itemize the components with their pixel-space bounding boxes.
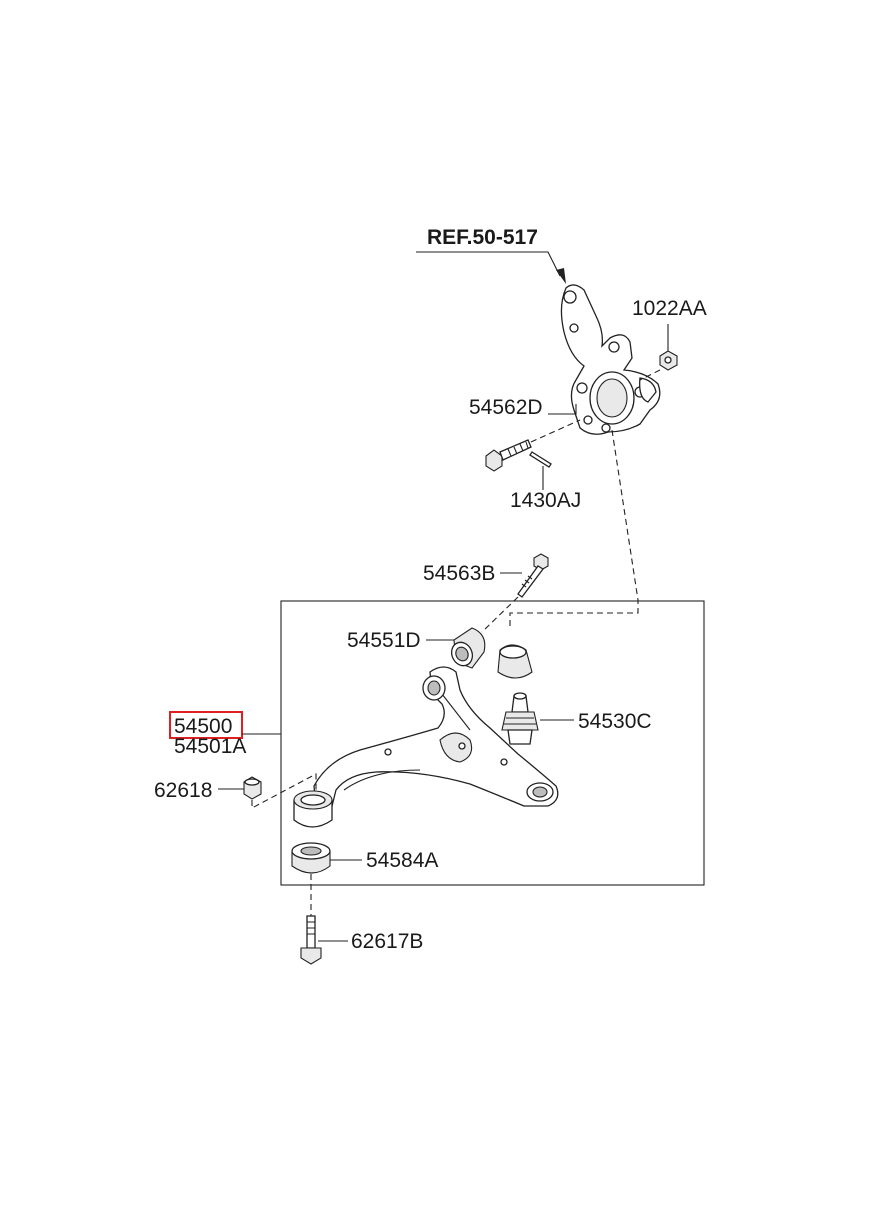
bolt-54563B[interactable] (517, 553, 549, 598)
label-1022AA[interactable]: 1022AA (632, 297, 707, 320)
label-54563B[interactable]: 54563B (423, 562, 495, 585)
bushing-54584A[interactable] (291, 842, 331, 874)
label-54584A[interactable]: 54584A (366, 849, 438, 872)
label-62617B[interactable]: 62617B (351, 930, 423, 953)
lower-control-arm[interactable] (313, 666, 559, 807)
dash-knuckle-balljoint (509, 429, 639, 630)
ref-arrow-icon (556, 268, 566, 284)
nut-62618[interactable] (243, 776, 262, 800)
assembly-box (280, 600, 705, 886)
label-54551D[interactable]: 54551D (347, 629, 421, 652)
label-54500[interactable]: 54500 (174, 715, 232, 738)
bolt-62617B[interactable] (300, 915, 322, 965)
label-54501A[interactable]: 54501A (174, 735, 246, 758)
dash-1022AA (639, 369, 661, 381)
ref-label[interactable]: REF.50-517 (427, 226, 538, 249)
leader-54562D (548, 404, 577, 415)
bolt-54562D[interactable] (485, 439, 532, 472)
label-54562D[interactable]: 54562D (469, 396, 543, 419)
ball-joint-54530C[interactable] (501, 692, 539, 745)
steering-knuckle[interactable] (560, 284, 661, 435)
dash-54563B (481, 596, 519, 633)
label-54530C[interactable]: 54530C (578, 710, 652, 733)
label-62618[interactable]: 62618 (154, 779, 212, 802)
dash-54562D (530, 419, 581, 443)
highlight-box-54500 (169, 711, 243, 739)
ref-leader-line (416, 251, 561, 277)
bushing-54551D[interactable] (448, 627, 486, 669)
dash-62618 (251, 773, 317, 809)
ball-joint-boot[interactable] (497, 644, 533, 679)
label-1430AJ[interactable]: 1430AJ (510, 489, 581, 512)
pin-1430AJ[interactable] (529, 451, 552, 468)
rear-bushing-upper[interactable] (293, 790, 333, 828)
nut-1022AA[interactable] (659, 350, 678, 371)
